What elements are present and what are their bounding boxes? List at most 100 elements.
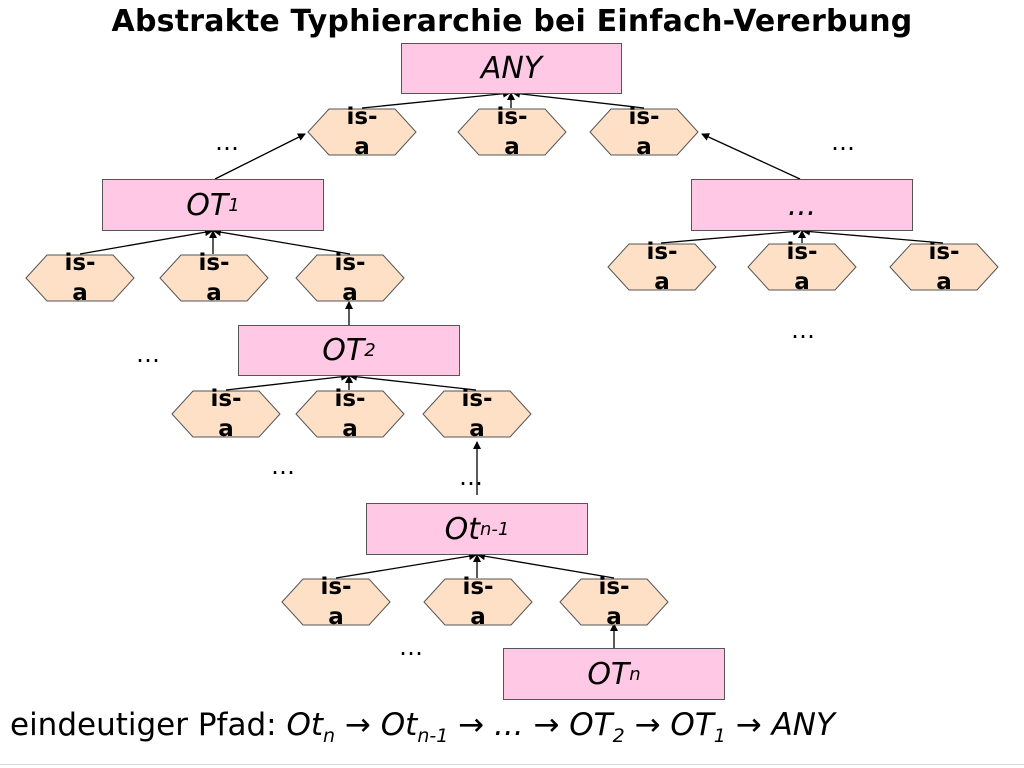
isa-arrow <box>349 372 477 391</box>
isa-label: is- a <box>198 250 230 306</box>
isa-node: is- a <box>607 239 717 295</box>
hexagon-shape <box>171 390 281 438</box>
isa-label: is- a <box>210 386 242 442</box>
isa-label: is- a <box>334 250 366 306</box>
arrow-icon: → <box>634 707 661 743</box>
isa-node: is- a <box>307 104 417 160</box>
isa-label: is- a <box>786 239 818 295</box>
path-node: OT <box>569 707 613 743</box>
node-ot2-sub: 2 <box>364 340 376 361</box>
node-any: ANY <box>401 43 622 94</box>
node-otn-base: OT <box>587 656 630 692</box>
isa-arrow <box>361 89 511 109</box>
isa-node: is- a <box>589 104 699 160</box>
hexagon-shape <box>559 578 669 626</box>
isa-label: is- a <box>598 574 630 630</box>
isa-arrow <box>214 133 306 180</box>
isa-node: is- a <box>171 386 281 442</box>
hexagon-shape <box>747 243 857 291</box>
isa-arrow <box>213 228 351 255</box>
arrow-icon: → <box>458 707 485 743</box>
hexagon-shape <box>422 390 532 438</box>
isa-label: is- a <box>64 250 96 306</box>
isa-arrow <box>701 133 801 180</box>
arrow-icon: → <box>344 707 371 743</box>
isa-node: is- a <box>559 574 669 630</box>
isa-node: is- a <box>423 574 533 630</box>
isa-label: is- a <box>928 239 960 295</box>
path-node: ... <box>494 707 524 743</box>
node-right: ... <box>691 179 913 231</box>
node-ot2-base: OT <box>322 333 365 368</box>
path-node: OT <box>670 707 714 743</box>
isa-node: is- a <box>422 386 532 442</box>
isa-label: is- a <box>334 386 366 442</box>
isa-arrow <box>225 372 349 391</box>
node-ot1-base: OT <box>186 187 229 223</box>
arrow-icon: → <box>735 707 762 743</box>
hexagon-shape <box>589 108 699 156</box>
path-node-sub: n-1 <box>417 725 449 747</box>
isa-node: is- a <box>295 386 405 442</box>
hexagon-shape <box>25 254 135 302</box>
hexagon-shape <box>295 254 405 302</box>
hexagon-shape <box>889 243 999 291</box>
bottom-divider <box>0 764 1024 765</box>
ellipsis: … <box>791 316 815 344</box>
ellipsis: … <box>271 452 295 480</box>
isa-arrow <box>477 552 615 579</box>
isa-label: is- a <box>496 104 528 160</box>
isa-label: is- a <box>628 104 660 160</box>
footer-prefix: eindeutiger Pfad: <box>10 707 277 743</box>
hexagon-shape <box>295 390 405 438</box>
ellipsis: … <box>399 633 423 661</box>
node-otn-sub: n <box>629 663 641 685</box>
isa-label: is- a <box>346 104 378 160</box>
node-otn1-base: Ot <box>444 511 481 547</box>
ellipsis: … <box>136 340 160 368</box>
isa-arrow <box>335 552 477 579</box>
ellipsis: … <box>215 128 239 156</box>
isa-node: is- a <box>159 250 269 306</box>
hexagon-shape <box>607 243 717 291</box>
isa-node: is- a <box>281 574 391 630</box>
node-ot1-sub: 1 <box>228 194 240 216</box>
isa-arrow <box>512 89 645 109</box>
hexagon-shape <box>457 108 567 156</box>
ellipsis: … <box>831 128 855 156</box>
isa-arrow <box>79 228 213 255</box>
isa-node: is- a <box>295 250 405 306</box>
path-node-sub: 1 <box>713 725 726 747</box>
isa-arrow <box>802 227 944 244</box>
hexagon-shape <box>307 108 417 156</box>
ellipsis: … <box>459 463 483 491</box>
path-node: Ot <box>380 707 418 743</box>
isa-label: is- a <box>462 574 494 630</box>
isa-label: is- a <box>646 239 678 295</box>
node-otn1-sub: n-1 <box>480 518 510 540</box>
isa-arrow <box>660 227 801 244</box>
hexagon-shape <box>281 578 391 626</box>
path-node-sub: n <box>323 725 336 747</box>
isa-node: is- a <box>747 239 857 295</box>
footer-path: eindeutiger Pfad: Otn → Otn-1 → ... → OT… <box>10 707 835 747</box>
path-node-sub: 2 <box>612 725 625 747</box>
diagram-title: Abstrakte Typhierarchie bei Einfach-Vere… <box>111 4 913 39</box>
path-node: ANY <box>771 707 835 743</box>
path-node: Ot <box>286 707 323 743</box>
isa-label: is- a <box>461 386 493 442</box>
node-right-label: ... <box>787 187 817 223</box>
hexagon-shape <box>159 254 269 302</box>
isa-node: is- a <box>457 104 567 160</box>
node-any-label: ANY <box>480 51 543 86</box>
isa-node: is- a <box>889 239 999 295</box>
hexagon-shape <box>423 578 533 626</box>
isa-node: is- a <box>25 250 135 306</box>
isa-label: is- a <box>320 574 352 630</box>
arrow-icon: → <box>533 707 560 743</box>
